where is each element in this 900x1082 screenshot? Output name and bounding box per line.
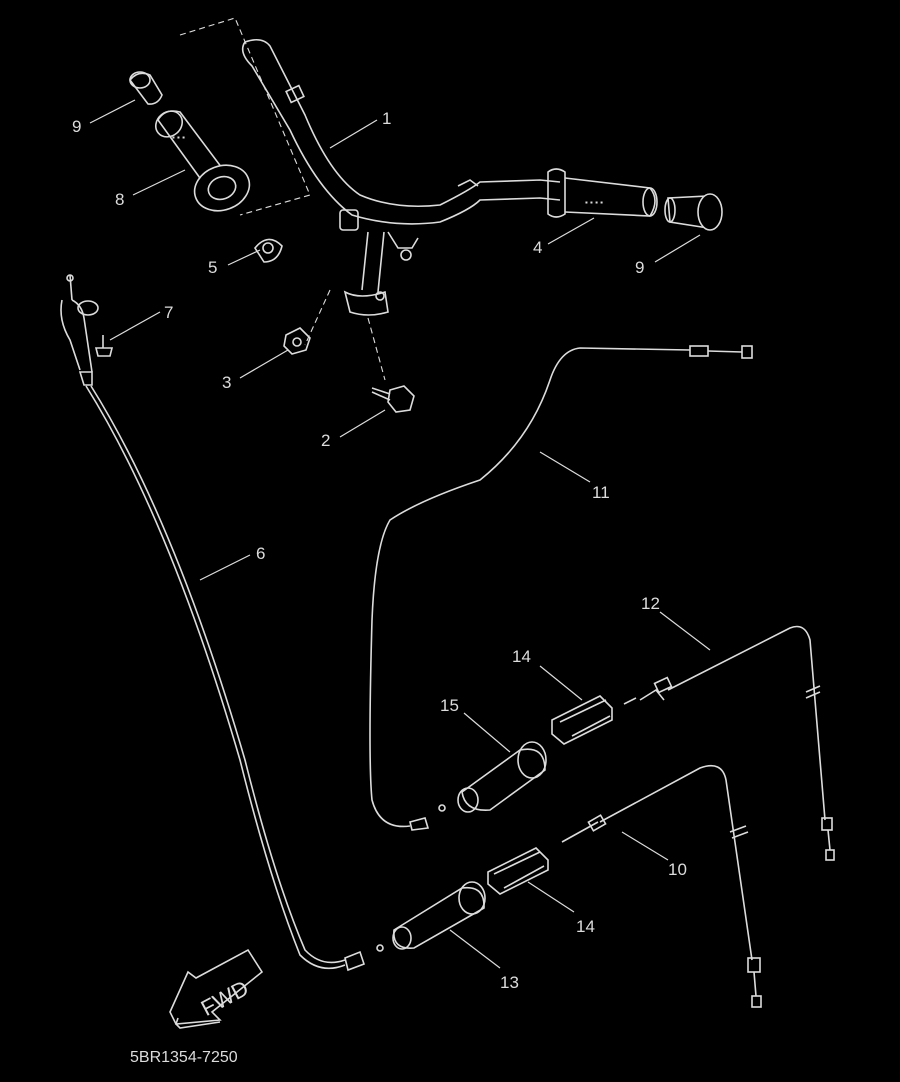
throttle-cable	[60, 274, 384, 972]
svg-text:▪ ▪ ▪ ▪: ▪ ▪ ▪ ▪	[585, 198, 603, 207]
leader-lines	[89, 99, 711, 969]
cable-joint-upper	[551, 695, 613, 745]
fwd-label: FWD	[197, 975, 253, 1021]
callout-6: 6	[256, 544, 265, 563]
clamp-washer	[254, 238, 283, 263]
callout-11: 11	[592, 483, 610, 502]
bolt	[371, 385, 415, 413]
callout-4: 4	[533, 238, 542, 257]
cable-12	[623, 625, 835, 861]
callout-12: 12	[641, 594, 660, 613]
callout-2: 2	[321, 431, 330, 450]
callout-9-right: 9	[635, 258, 644, 277]
callout-15: 15	[440, 696, 459, 715]
throttle-grip: ▪ ▪ ▪	[154, 110, 251, 212]
grip-end-right	[664, 193, 723, 231]
drawing-code: 5BR1354-7250	[130, 1049, 238, 1066]
callout-3: 3	[222, 373, 231, 392]
grip-end-left	[128, 71, 163, 105]
callout-8: 8	[115, 190, 124, 209]
callout-9-left: 9	[72, 117, 81, 136]
cable-10	[561, 764, 762, 1008]
cable-adjuster-upper	[457, 741, 547, 813]
bolt-guide-line-left	[304, 289, 331, 346]
svg-text:▪ ▪ ▪: ▪ ▪ ▪	[172, 133, 185, 142]
callout-13: 13	[500, 973, 519, 992]
callout-14-upper: 14	[512, 647, 531, 666]
cable-joint-lower	[487, 847, 549, 895]
handlebar	[241, 38, 561, 316]
grip-right: ▪ ▪ ▪ ▪	[547, 168, 658, 218]
nut	[283, 327, 311, 355]
callout-14-lower: 14	[576, 917, 595, 936]
cable-adjuster-lower	[392, 881, 486, 950]
screw	[94, 335, 114, 357]
handlebar-grip-guide-line	[179, 17, 311, 216]
callout-labels: 1 2 3 4 5 6 7 8 9 9 10 11 12 13 14 14 15	[72, 109, 687, 992]
fwd-direction-arrow: FWD	[169, 948, 264, 1029]
callout-10: 10	[668, 860, 687, 879]
cable-upper	[369, 345, 753, 831]
callout-7: 7	[164, 303, 173, 322]
bolt-guide-line-right	[367, 317, 386, 381]
callout-1: 1	[382, 109, 391, 128]
callout-5: 5	[208, 258, 217, 277]
